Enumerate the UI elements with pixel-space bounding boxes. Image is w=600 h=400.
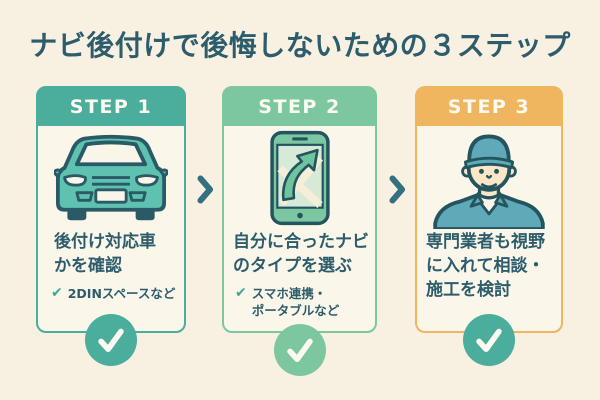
- step-1-header: STEP 1: [37, 87, 185, 126]
- check-badge-icon: [85, 314, 137, 366]
- step-3-card: STEP 3 専門業者も視野 に入れて相談・ 施工を検: [415, 86, 563, 366]
- check-icon: ✔: [51, 285, 63, 301]
- chevron-right-icon: [197, 175, 213, 204]
- technician-icon: [417, 126, 561, 230]
- step-2-note: ✔ スマホ連携・ ポータブルなど: [235, 285, 340, 318]
- step-3-header: STEP 3: [416, 87, 562, 126]
- check-icon: ✔: [235, 285, 247, 301]
- step-1-note: ✔ 2DINスペースなど: [51, 285, 176, 301]
- chevron-right-icon: [389, 175, 405, 204]
- smartphone-nav-icon: [224, 126, 375, 230]
- check-badge-icon: [463, 314, 515, 366]
- step-2-header: STEP 2: [223, 87, 376, 126]
- step-2-heading: 自分に合ったナビ のタイプを選ぶ: [233, 232, 369, 276]
- step-1-heading: 後付け対応車 かを確認: [54, 232, 156, 276]
- page-title: ナビ後付けで後悔しないための３ステップ: [29, 29, 571, 62]
- car-front-icon: [38, 126, 184, 230]
- check-badge-icon: [273, 324, 326, 376]
- step-1-card: STEP 1 後付け対応車 かを確認 ✔: [36, 86, 186, 366]
- step-3-heading: 専門業者も視野 に入れて相談・ 施工を検討: [426, 232, 545, 300]
- step-2-card: STEP 2 自分に合ったナビ のタイプを選ぶ ✔ スマホ連携・ ポータブルなど: [222, 86, 377, 376]
